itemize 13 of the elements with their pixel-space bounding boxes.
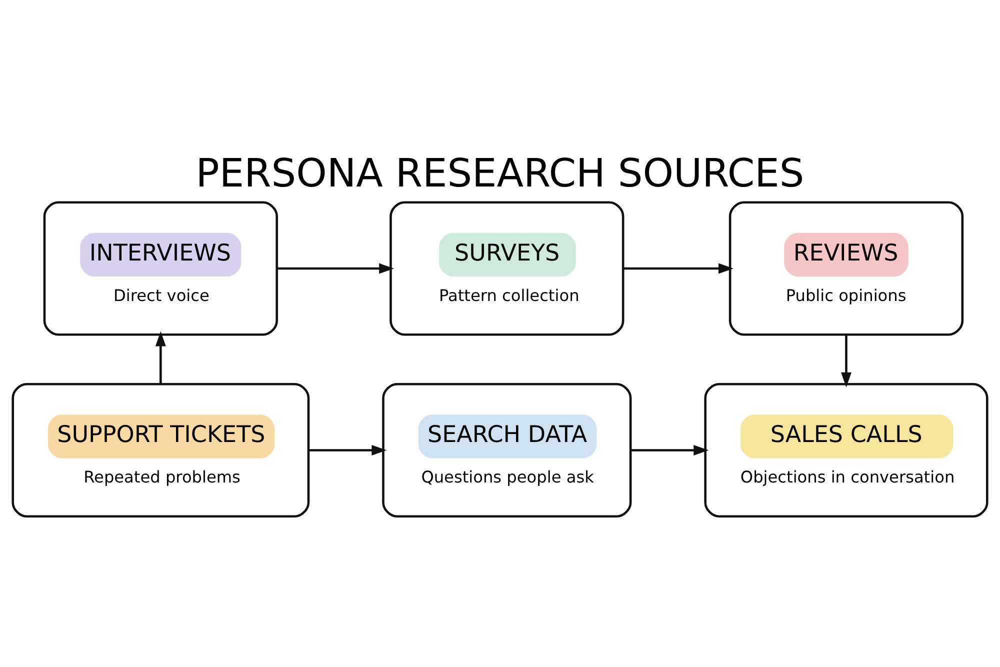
- node-box: SEARCH DATA Questions people ask: [382, 382, 632, 518]
- node-box: INTERVIEWS Direct voice: [43, 201, 278, 336]
- arrow: [155, 331, 166, 384]
- arrow: [630, 445, 709, 456]
- arrow: [308, 445, 387, 456]
- arrow: [841, 334, 852, 388]
- arrow: [277, 263, 394, 274]
- node-box: SUPPORT TICKETS Repeated problems: [12, 382, 310, 518]
- diagram-title: PERSONA RESEARCH SOURCES: [196, 151, 804, 196]
- node-box: SALES CALLS Objections in conversation: [704, 382, 988, 518]
- arrow: [623, 263, 734, 274]
- node-box: SURVEYS Pattern collection: [390, 201, 624, 336]
- node-box: REVIEWS Public opinions: [728, 201, 964, 336]
